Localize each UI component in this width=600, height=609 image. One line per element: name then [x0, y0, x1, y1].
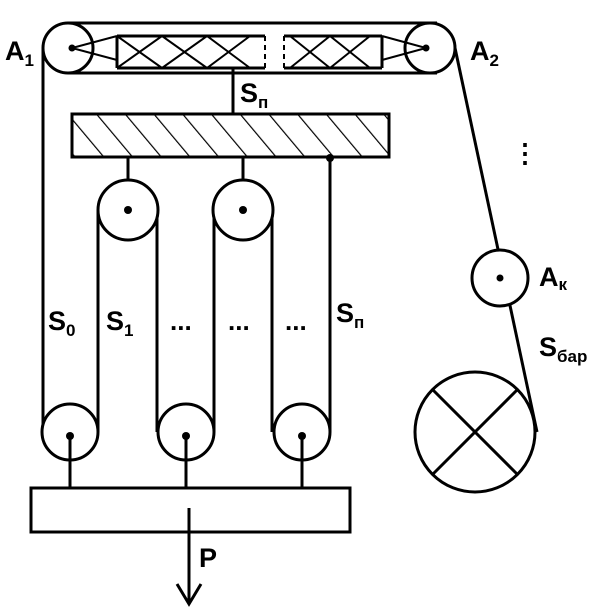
upper-pulley-2	[211, 178, 275, 242]
label-sn: Sп	[336, 298, 364, 332]
ellipsis-3: ...	[285, 306, 307, 336]
pulley-block-ropes	[96, 154, 334, 432]
rope-right	[453, 47, 539, 433]
bottom-pulley-2	[156, 402, 216, 488]
hatched-block	[70, 112, 391, 159]
pulley-a1	[41, 21, 118, 75]
pulley-a2	[381, 21, 457, 75]
bottom-pulley-1	[40, 402, 100, 488]
label-s0: S0	[48, 306, 75, 340]
label-ak: Aк	[539, 262, 568, 294]
ellipsis-2: ...	[228, 306, 250, 336]
label-a1: A1	[5, 36, 34, 70]
ellipsis-1: ...	[170, 306, 192, 336]
drum	[413, 370, 537, 494]
vertical-dots: ⋮	[512, 138, 538, 168]
upper-pulley-1	[96, 178, 160, 242]
pulley-ak	[470, 248, 530, 308]
force-arrow-p	[175, 508, 203, 607]
truss-beam	[115, 34, 384, 70]
label-p: P	[199, 543, 217, 573]
bottom-pulley-3	[272, 402, 332, 488]
label-s1: S1	[106, 306, 133, 340]
label-sbar: Sбар	[539, 332, 587, 366]
label-sp-top: Sп	[240, 78, 268, 112]
label-a2: A2	[470, 36, 499, 70]
top-rope	[68, 21, 437, 75]
